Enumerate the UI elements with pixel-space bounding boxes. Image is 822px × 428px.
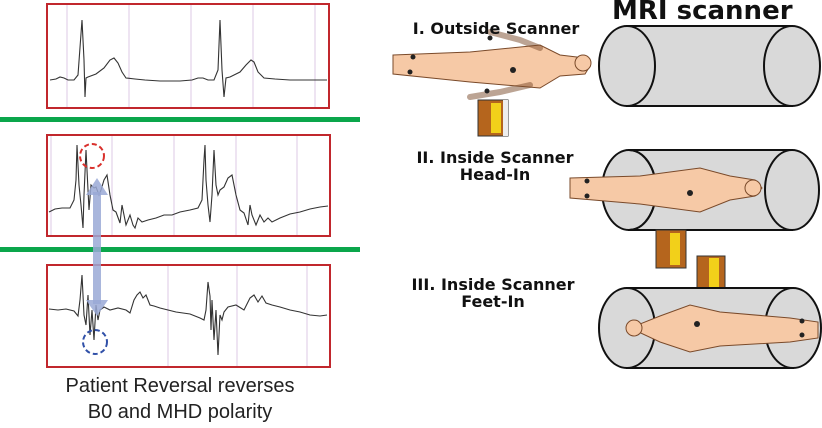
patient-figure-feet-in [625,304,819,353]
stage-3-label-line1: III. Inside Scanner [411,275,575,294]
blue-dashed-marker [82,329,108,355]
ecg-trace-feet-in [48,274,328,356]
mri-scanner-title: MRI scanner [612,0,793,26]
ecg-trace-normal [49,19,327,98]
ecg-grid [50,5,316,366]
ecg-monitor-head-in [655,229,687,269]
ecg-monitor-feet-in [696,255,726,293]
mri-scanner-outside [598,25,821,107]
polarity-reversal-arrow [86,178,108,316]
stage-3-label: III. Inside Scanner Feet-In [386,276,600,310]
stage-2-label-line2: Head-In [459,165,531,184]
ecg-panel-normal [46,3,330,109]
caption-line-2: B0 and MHD polarity [87,401,273,423]
stage-1-label-line1: I. Outside Scanner [412,19,580,38]
caption-line-1: Patient Reversal reverses [65,375,295,397]
separator-line-2 [0,247,360,252]
ecg-panel-feet-in [46,264,331,368]
stage-2-label-line1: II. Inside Scanner [416,148,574,167]
ecg-monitor-outside [477,99,509,137]
patient-figure-outside [392,29,592,100]
patient-figure-head-in [569,167,763,213]
ecg-trace-head-in [48,144,329,230]
red-dashed-marker [79,143,105,169]
separator-line-1 [0,117,360,122]
stage-3-label-line2: Feet-In [461,292,525,311]
stage-2-label: II. Inside Scanner Head-In [390,149,600,183]
stage-1-label: I. Outside Scanner [390,20,602,37]
